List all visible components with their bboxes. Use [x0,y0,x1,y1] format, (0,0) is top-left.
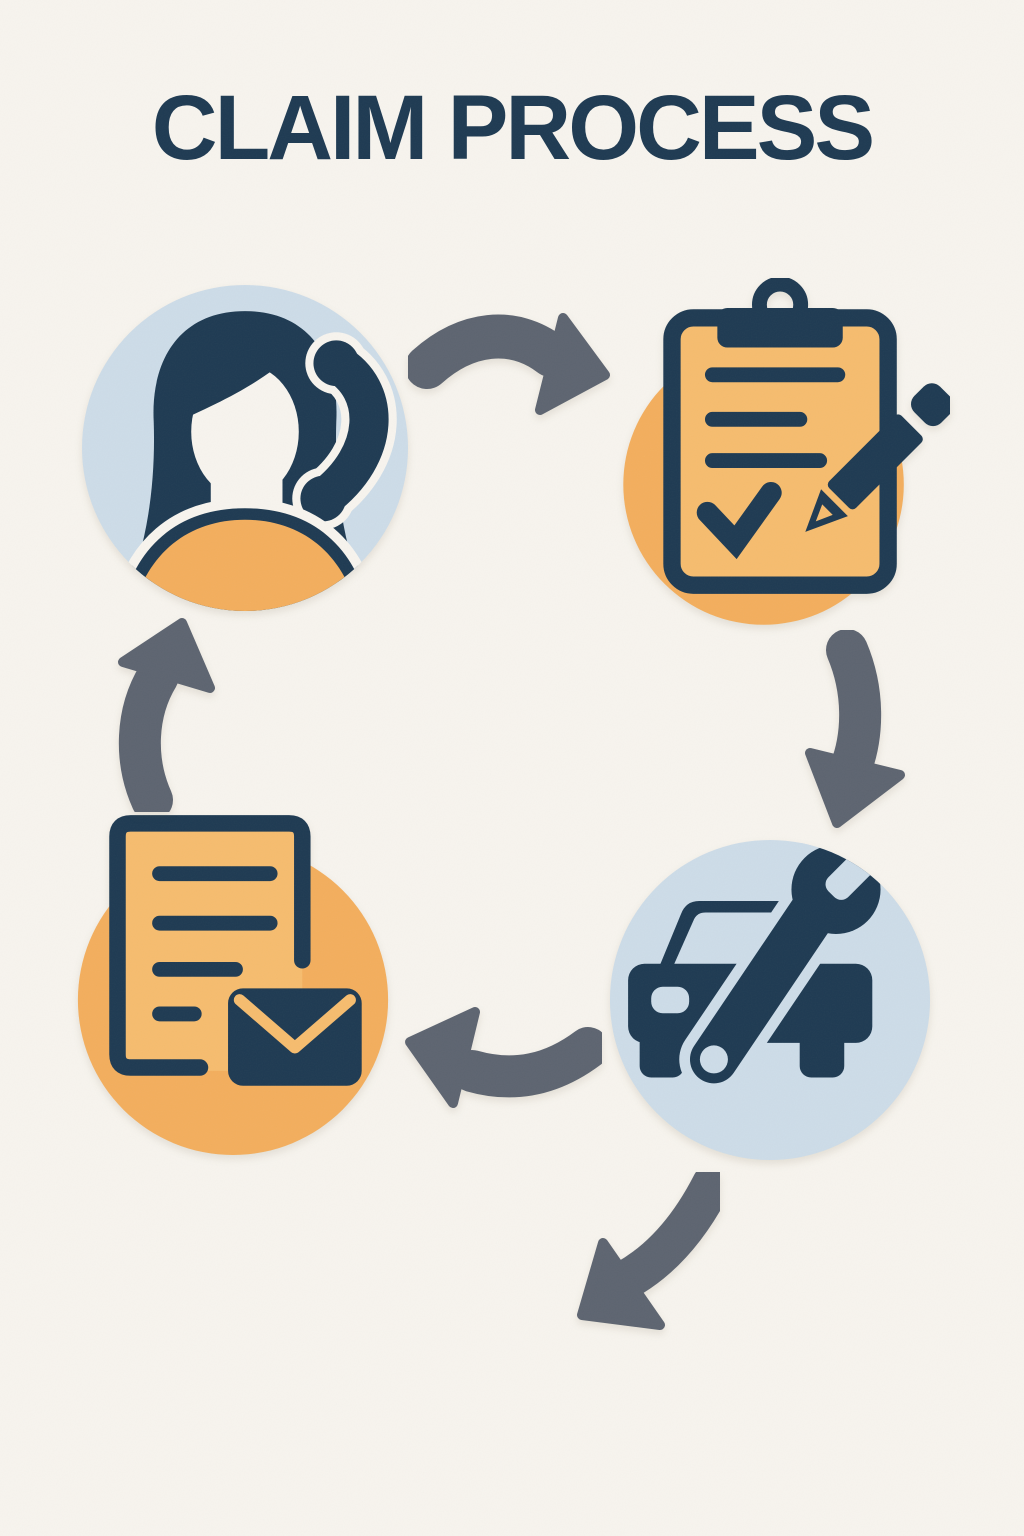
form-line [704,453,828,468]
form-line [704,367,846,383]
clipboard-clip [717,307,843,348]
arrow-step4-to-step1 [118,618,215,812]
arrow-body [606,1172,720,1300]
step-1-report-claim [82,285,408,611]
arrow-step2-to-step3 [805,630,905,828]
step-4-settlement-letter [77,815,389,1155]
arrow-body [451,1027,602,1098]
document-line [152,866,278,882]
arrow-body [118,655,179,812]
step-2-claim-form [623,278,950,625]
phone-earpiece [313,340,360,387]
pencil-eraser [911,383,950,427]
car-headlight [651,986,690,1014]
step-3-vehicle-repair [609,839,931,1161]
arrow-step1-to-step2 [408,313,610,415]
arrow-step3-exit [577,1172,720,1330]
form-line [704,411,808,427]
claim-form-clipboard-icon [663,278,950,594]
arrow-step3-to-step4 [405,1007,602,1108]
arrow-body [826,630,882,791]
arrow-head [805,748,905,828]
document-line [152,1006,202,1022]
document-line [152,961,243,977]
car-wheel [639,1029,685,1078]
clipboard-board [663,309,897,594]
wrench-handle-hole [699,1045,728,1074]
document-line [152,915,278,931]
car-wheel [799,1029,845,1078]
page-title: CLAIM PROCESS [151,77,875,179]
arrow-body [408,314,573,389]
